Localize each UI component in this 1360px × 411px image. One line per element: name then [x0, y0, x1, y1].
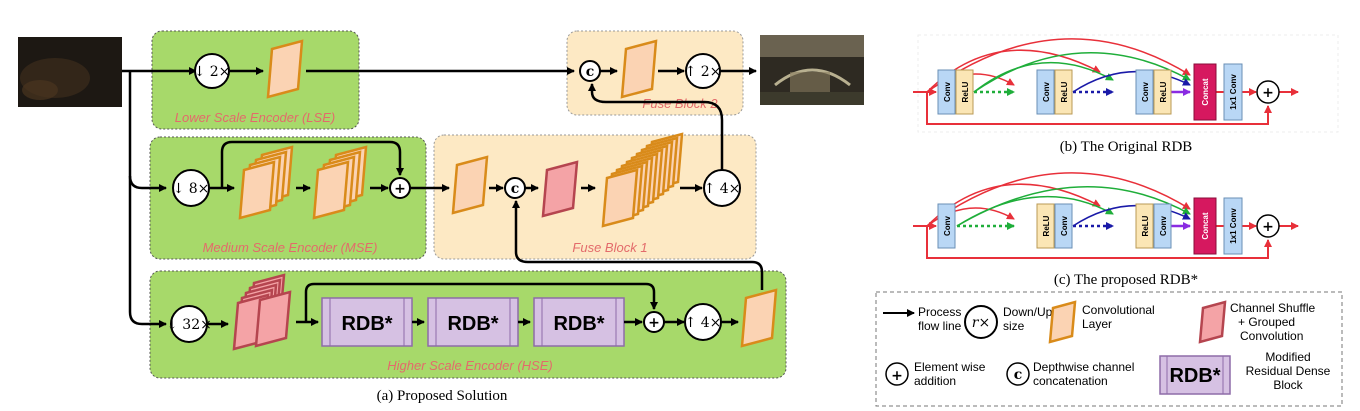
rdb2-label: RDB*: [447, 313, 498, 335]
svg-text:Block: Block: [1273, 378, 1303, 392]
fuse2-conv: [620, 39, 658, 99]
rdb3-label: RDB*: [553, 313, 604, 335]
svg-text:Residual Dense: Residual Dense: [1246, 364, 1331, 378]
lse-conv: [266, 39, 304, 99]
mse-add-label: +: [394, 181, 406, 197]
svg-text:Channel Shuffle: Channel Shuffle: [1230, 301, 1316, 315]
svg-text:ReLU: ReLU: [1159, 81, 1168, 102]
svg-text:r×: r×: [972, 315, 990, 331]
svg-text:Process: Process: [918, 305, 961, 319]
original-rdb: Conv ReLU Conv ReLU Conv ReLU Concat 1x1…: [913, 34, 1339, 133]
svg-text:ReLU: ReLU: [1060, 81, 1069, 102]
lse-label: Lower Scale Encoder (LSE): [175, 110, 335, 125]
caption-b: (b) The Original RDB: [1060, 139, 1193, 155]
up4-mid-label: ↑ 4×: [704, 181, 741, 197]
svg-text:Conv: Conv: [1159, 215, 1168, 236]
hse-conv: [740, 288, 778, 348]
svg-text:1x1 Conv: 1x1 Conv: [1229, 74, 1238, 110]
fuse1-concat-label: c: [511, 181, 520, 197]
svg-text:+: +: [1262, 85, 1274, 101]
svg-text:size: size: [1003, 319, 1025, 333]
caption-a: (a) Proposed Solution: [377, 388, 508, 404]
svg-text:Concat: Concat: [1201, 78, 1210, 105]
svg-text:Convolution: Convolution: [1240, 329, 1303, 343]
down8-label: ↓ 8×: [173, 181, 210, 197]
svg-text:Down/Up: Down/Up: [1003, 305, 1053, 319]
hse-rdb-3: RDB*: [533, 297, 625, 347]
svg-text:Element wise: Element wise: [914, 360, 986, 374]
svg-text:Layer: Layer: [1082, 317, 1112, 331]
hse-rdb-1: RDB*: [321, 297, 413, 347]
up4-mid-circle: [703, 169, 741, 207]
fuse1-shuffle: [541, 160, 579, 218]
svg-text:ReLU: ReLU: [1042, 215, 1051, 236]
svg-text:Conv: Conv: [1060, 215, 1069, 236]
up2-label: ↑ 2×: [685, 64, 722, 80]
svg-text:Concat: Concat: [1201, 212, 1210, 239]
hse-rdb-2: RDB*: [427, 297, 519, 347]
svg-text:Depthwise channel: Depthwise channel: [1033, 360, 1134, 374]
svg-text:flow line: flow line: [918, 319, 962, 333]
svg-text:Conv: Conv: [943, 215, 952, 236]
svg-text:Conv: Conv: [943, 81, 952, 102]
up4-hse-label: ↑ 4×: [685, 315, 722, 331]
svg-text:addition: addition: [914, 374, 956, 388]
fuse2-concat-label: c: [586, 64, 595, 80]
legend: Process flow line r× Down/Up size Convol…: [875, 291, 1343, 407]
svg-text:+ Grouped: + Grouped: [1238, 315, 1295, 329]
caption-c: (c) The proposed RDB*: [1054, 272, 1198, 288]
mse-label: Medium Scale Encoder (MSE): [203, 240, 378, 255]
output-image: [760, 35, 864, 105]
hse-shuffle-stack: [232, 273, 292, 351]
svg-text:Modified: Modified: [1265, 350, 1310, 364]
down2-circle: [194, 53, 230, 89]
input-image: [18, 37, 122, 107]
svg-text:+: +: [1262, 219, 1274, 235]
svg-text:RDB*: RDB*: [1169, 365, 1220, 387]
hse-add-label: +: [648, 315, 660, 331]
down2-label: ↓ 2×: [194, 64, 231, 80]
svg-text:Conv: Conv: [1042, 81, 1051, 102]
fuse2-label: Fuse Block 2: [642, 96, 718, 111]
proposed-rdb: Conv ReLU Conv ReLU Conv Concat 1x1 Conv…: [913, 172, 1299, 259]
fuse2-box: [566, 30, 744, 116]
svg-text:1x1 Conv: 1x1 Conv: [1229, 208, 1238, 244]
svg-text:c: c: [1014, 367, 1023, 383]
hse-label: Higher Scale Encoder (HSE): [387, 358, 552, 373]
down32-label: ↓ 32×: [166, 317, 212, 333]
rdb1-label: RDB*: [341, 313, 392, 335]
fuse1-label: Fuse Block 1: [572, 240, 647, 255]
svg-text:Convolutional: Convolutional: [1082, 303, 1155, 317]
svg-text:Conv: Conv: [1141, 81, 1150, 102]
svg-text:ReLU: ReLU: [961, 81, 970, 102]
fuse1-conv: [451, 155, 489, 215]
svg-text:concatenation: concatenation: [1033, 374, 1108, 388]
svg-text:+: +: [891, 368, 903, 384]
svg-text:ReLU: ReLU: [1141, 215, 1150, 236]
